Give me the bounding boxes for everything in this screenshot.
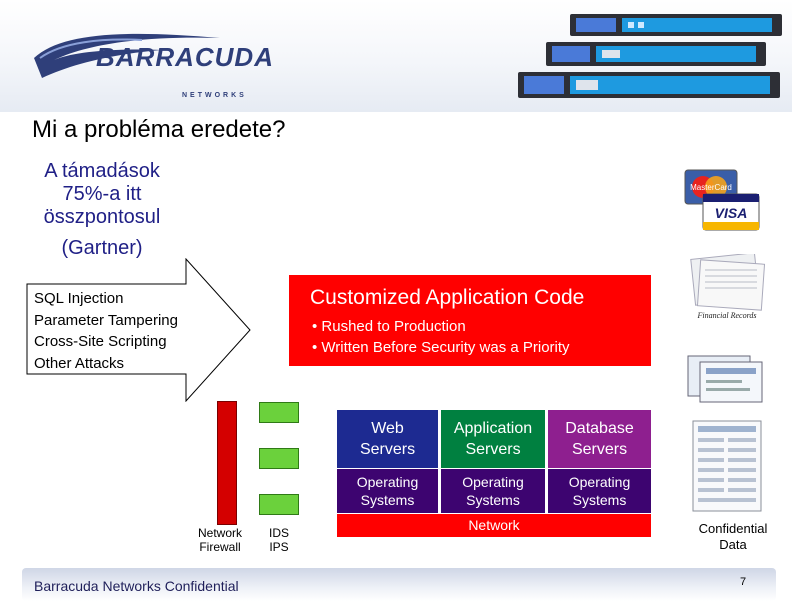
custom-code-title: Customized Application Code: [310, 286, 585, 309]
credit-cards-image: MasterCard VISA: [684, 169, 760, 231]
financial-records-label: Financial Records: [696, 311, 756, 320]
ids-label: IDS IPS: [262, 526, 296, 554]
logo-swoosh-icon: [34, 33, 220, 78]
ids-block: [259, 448, 299, 469]
attack-statistic: A támadások 75%-a itt összpontosul (Gart…: [22, 160, 182, 260]
cell-line: Operating: [462, 474, 524, 490]
attack-arrow-icon: [26, 258, 251, 402]
network-firewall-bar: [217, 401, 237, 525]
network-bar: Network: [337, 514, 651, 537]
footer-band: [22, 568, 776, 601]
custom-code-bullet: • Rushed to Production: [312, 318, 466, 335]
confidential-label-line: Data: [719, 537, 747, 552]
logo-wordmark: BARRACUDA: [96, 42, 274, 72]
cell-line: Operating: [356, 474, 419, 490]
attack-item: Parameter Tampering: [34, 311, 178, 329]
cell-line: Servers: [359, 441, 416, 458]
ids-block: [259, 494, 299, 515]
custom-code-bullet: • Written Before Security was a Priority: [312, 339, 570, 356]
firewall-label-line: Firewall: [199, 540, 241, 554]
logo-subtitle: NETWORKS: [182, 92, 247, 99]
attack-item: Cross-Site Scripting: [34, 333, 167, 350]
financial-records-image: Financial Records: [690, 254, 766, 320]
confidential-data-label: Confidential Data: [688, 521, 778, 553]
attack-item: Other Attacks: [34, 354, 125, 372]
attack-stat-line: A támadások: [44, 160, 160, 182]
cell-line: Database: [565, 420, 634, 437]
cell-line: Servers: [571, 441, 628, 458]
cell-line: Servers: [465, 441, 521, 458]
confidential-document-image: [692, 420, 762, 512]
social-security-cards-image: [687, 355, 763, 403]
visa-label: VISA: [715, 205, 748, 221]
cell-line: Systems: [572, 492, 627, 508]
ids-block: [259, 402, 299, 423]
slide-title: Mi a probléma eredete?: [32, 116, 286, 143]
custom-code-box: [289, 275, 651, 366]
cell-line: Operating: [568, 474, 631, 490]
server-appliances-image: [518, 14, 782, 98]
firewall-label-line: Network: [197, 526, 242, 540]
custom-code-bullets: • Rushed to Production • Written Before …: [312, 316, 570, 358]
ids-label-line: IPS: [269, 540, 289, 554]
cell-line: Systems: [360, 492, 415, 508]
attack-item: SQL Injection: [34, 290, 124, 307]
cell-line: Application: [453, 420, 533, 437]
ids-label-line: IDS: [268, 526, 289, 540]
barracuda-logo: BARRACUDA NETWORKS: [32, 22, 273, 99]
firewall-label: Network Firewall: [190, 526, 250, 554]
attack-list: SQL Injection Parameter Tampering Cross-…: [34, 288, 178, 374]
mastercard-label: MasterCard: [690, 183, 732, 192]
page-number: 7: [740, 576, 747, 588]
cell-line: Web: [371, 420, 404, 437]
footer-confidential-text: Barracuda Networks Confidential: [34, 578, 239, 594]
attack-stat-source: (Gartner): [61, 237, 143, 259]
cell-line: Systems: [466, 492, 520, 508]
attack-stat-line: 75%-a itt: [62, 183, 142, 205]
confidential-label-line: Confidential: [698, 521, 768, 536]
attack-stat-line: összpontosul: [43, 206, 161, 228]
